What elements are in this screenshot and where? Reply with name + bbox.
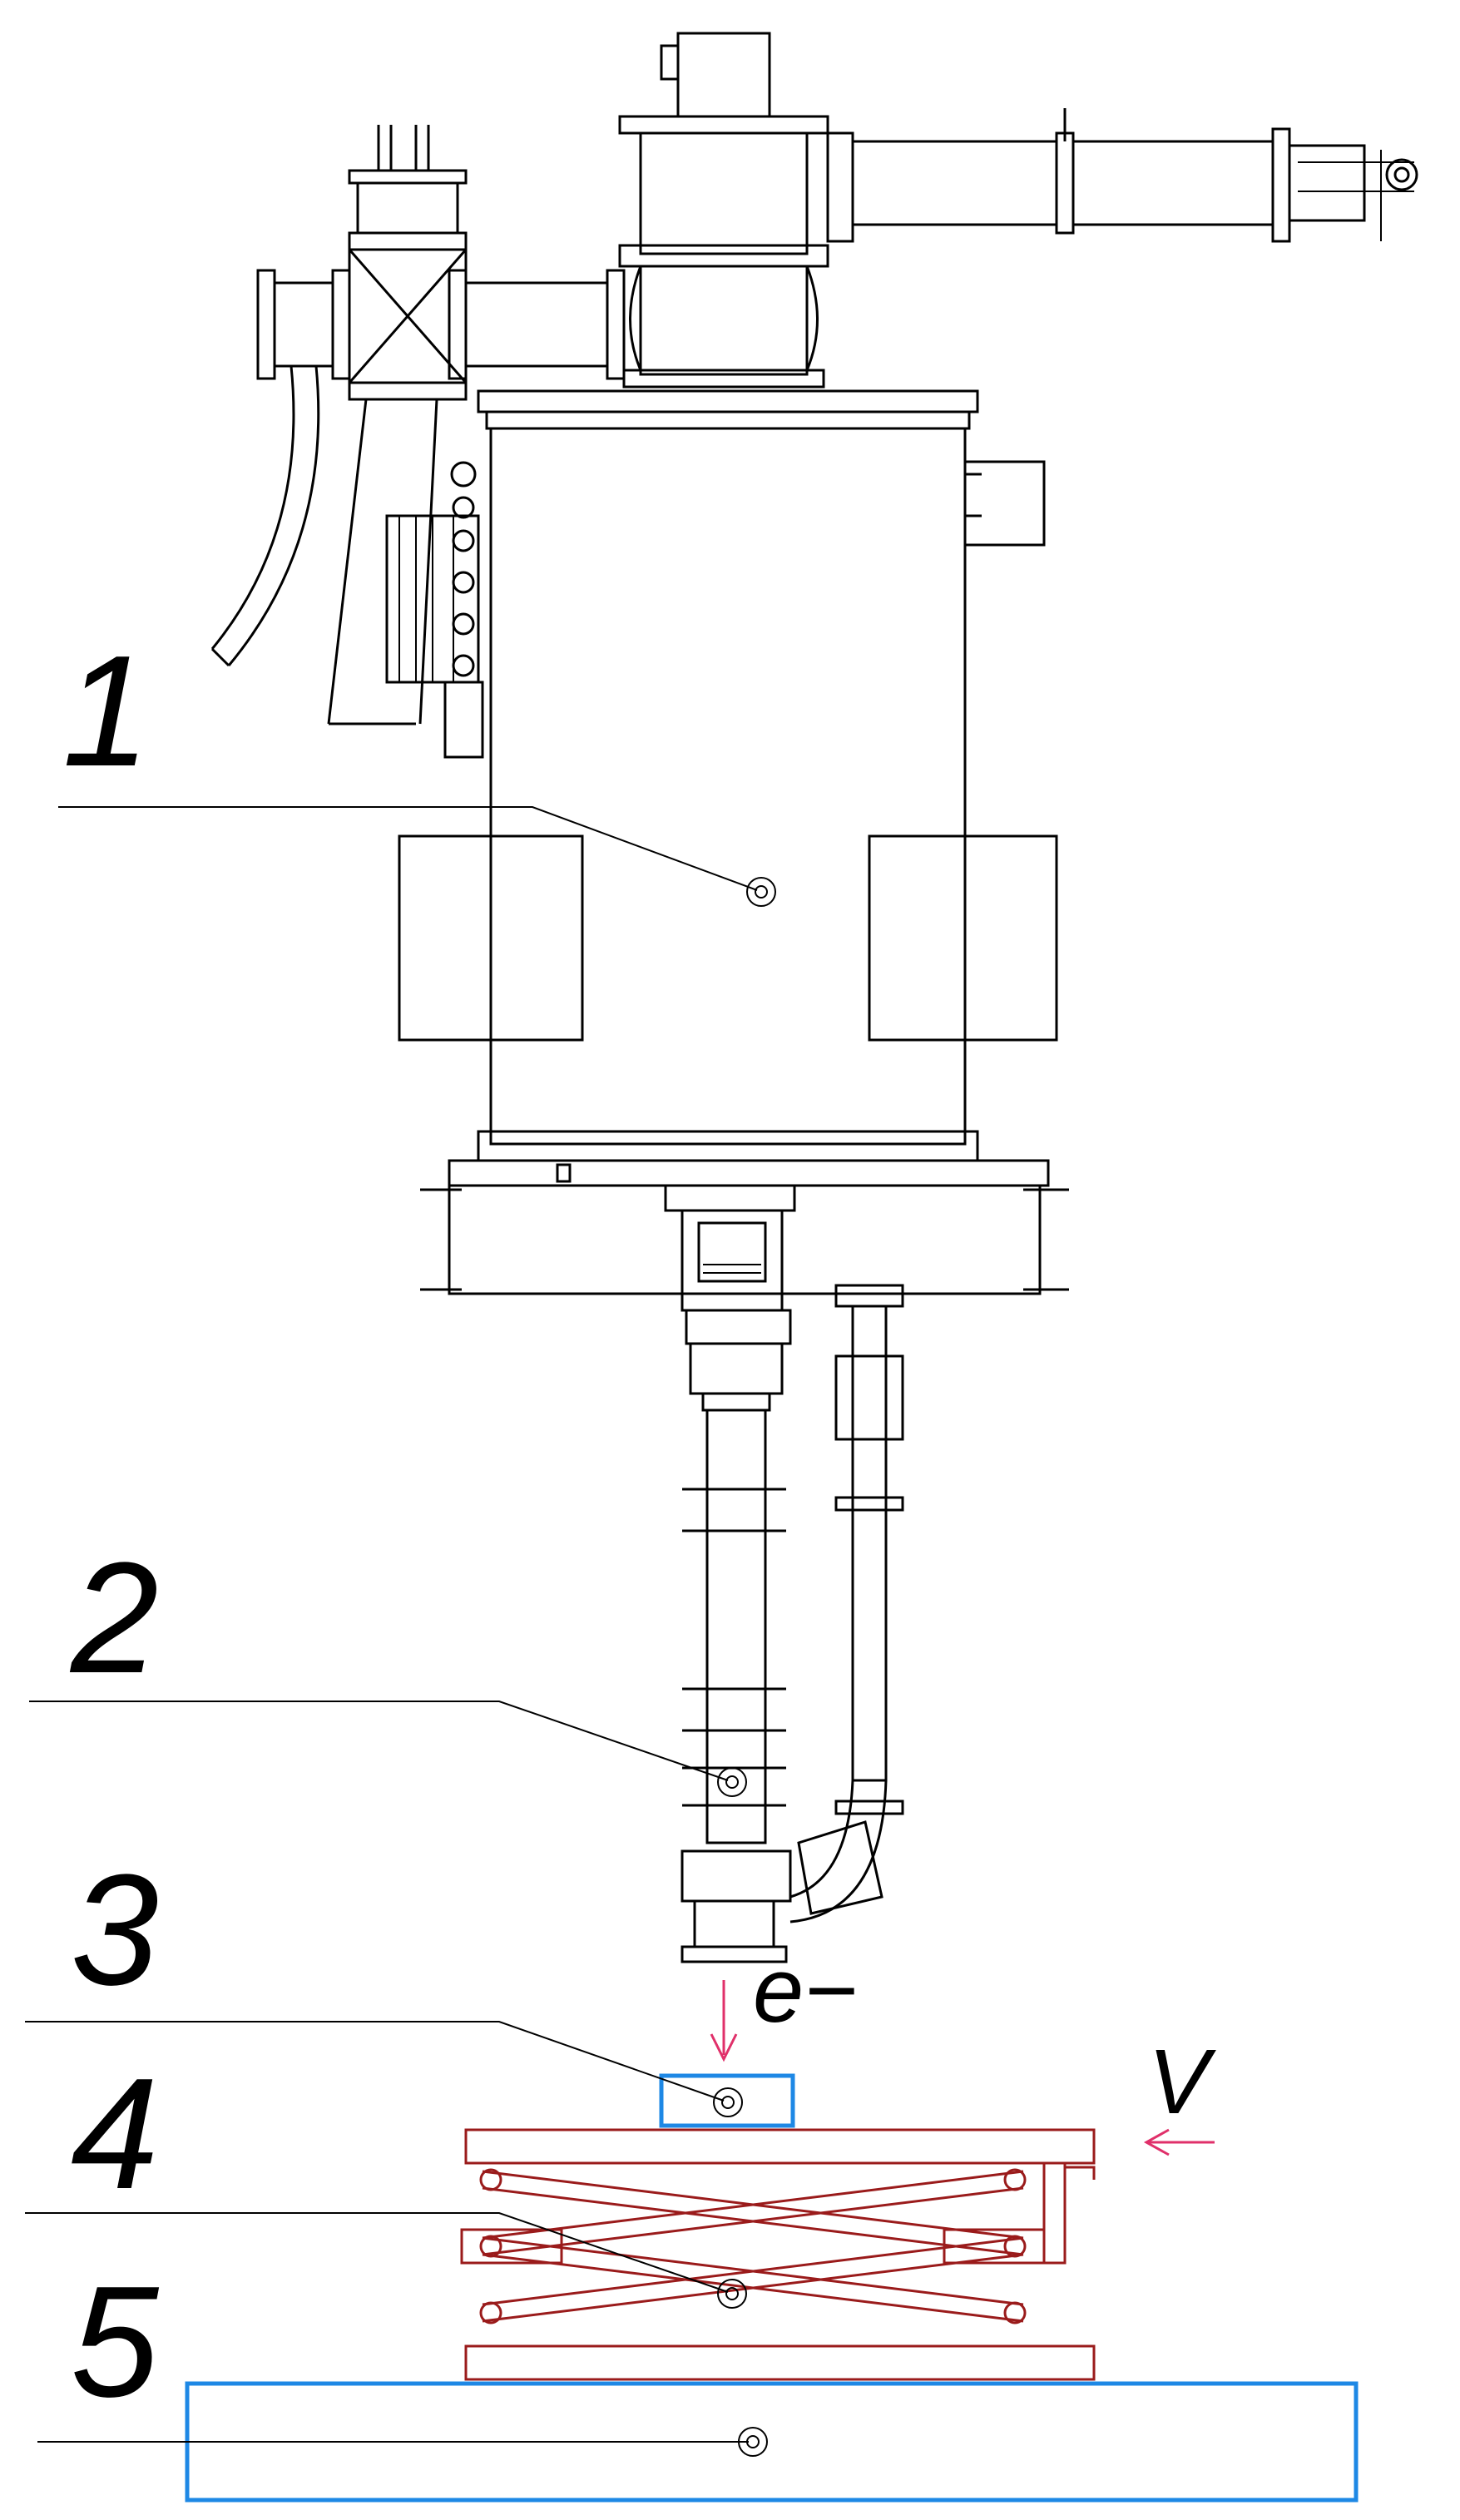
velocity-label: V [1148,2031,1216,2133]
top-gun-assembly [210,32,1418,759]
vacuum-chamber [398,389,1069,1295]
callout-1: 1 [62,623,151,800]
callout-3: 3 [71,1842,159,2018]
velocity-arrow: V [1143,2031,1216,2156]
callout-4: 4 [71,2046,159,2222]
scissor-lift-table [460,2128,1096,2381]
beam-column [664,1184,904,1963]
leader-lines [25,806,776,2457]
callout-numbers: 1 2 3 4 5 [62,623,160,2430]
electron-beam-arrow: e− [710,1939,857,2062]
callout-5: 5 [71,2254,160,2430]
sample-box [659,2073,795,2128]
electron-beam-label: e− [753,1939,857,2042]
callout-2: 2 [69,1530,159,1706]
